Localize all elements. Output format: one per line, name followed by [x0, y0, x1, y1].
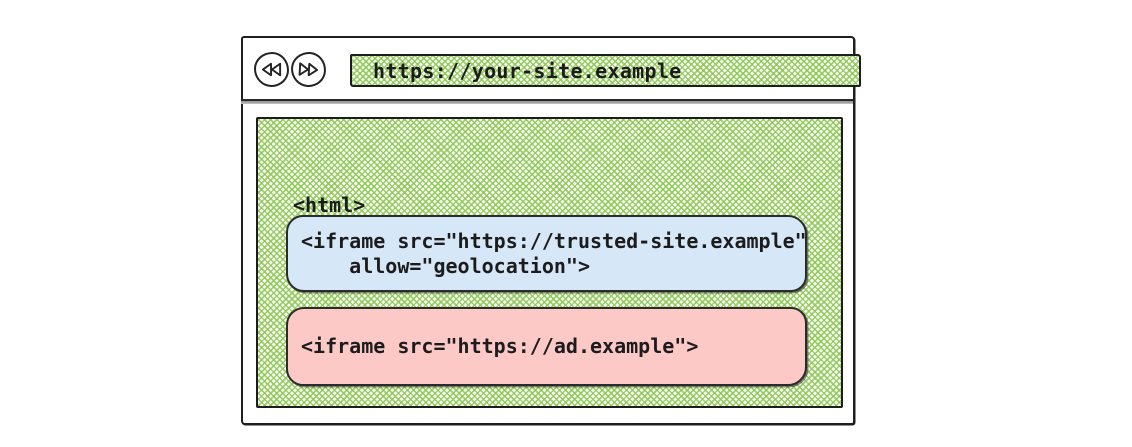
- forward-button[interactable]: [290, 51, 327, 88]
- trusted-iframe-code-line-1: <iframe src="https://trusted-site.exampl…: [301, 228, 807, 253]
- url-bar[interactable]: https://your-site.example: [350, 54, 861, 87]
- rewind-double-left-icon: [260, 61, 283, 78]
- browser-window: https://your-site.example <html> // your…: [241, 36, 861, 425]
- trusted-iframe-snippet: <iframe src="https://trusted-site.exampl…: [286, 215, 807, 292]
- toolbar-divider: [241, 99, 853, 104]
- code-line-html-open: <html>: [293, 193, 366, 217]
- fast-forward-double-right-icon: [297, 60, 321, 78]
- browser-toolbar: https://your-site.example: [241, 38, 861, 104]
- trusted-iframe-code-line-2: allow="geolocation">: [301, 253, 590, 278]
- url-text: https://your-site.example: [373, 58, 682, 83]
- ad-iframe-snippet: <iframe src="https://ad.example">: [286, 307, 807, 386]
- ad-iframe-code-line-1: <iframe src="https://ad.example">: [301, 334, 699, 358]
- back-button[interactable]: [254, 52, 289, 87]
- site-page: <html> // your-site.example code <iframe…: [256, 117, 843, 408]
